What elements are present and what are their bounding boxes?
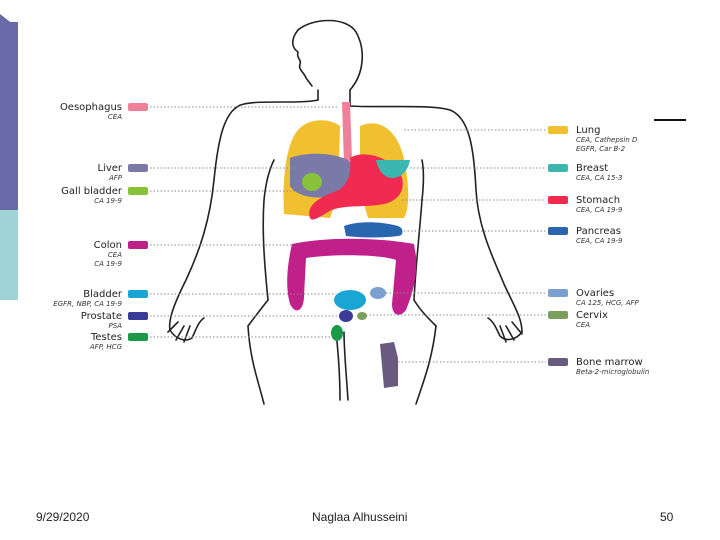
marker-text: CEA — [108, 251, 122, 259]
testes — [331, 325, 343, 341]
decor-band-purple — [0, 22, 18, 232]
cervix — [357, 312, 367, 320]
organ-name: Oesophagus — [60, 102, 122, 113]
marker-text: PSA — [109, 322, 123, 330]
stomach — [309, 154, 403, 220]
swatch-prostate — [128, 312, 148, 320]
decor-dash — [654, 119, 686, 121]
prostate — [339, 310, 353, 322]
swatch-pancreas — [548, 227, 568, 235]
organ-name: Breast — [576, 163, 608, 174]
organ-name: Colon — [94, 240, 122, 251]
swatch-liver — [128, 164, 148, 172]
marker-text: CEA — [108, 113, 122, 121]
organ-name: Liver — [97, 163, 122, 174]
organ-name: Gall bladder — [61, 186, 123, 197]
swatch-stomach — [548, 196, 568, 204]
organ-name: Bladder — [83, 289, 123, 300]
marker-text: CA 125, HCG, AFP — [576, 299, 640, 307]
organ-name: Bone marrow — [576, 357, 643, 368]
organ-name: Ovaries — [576, 288, 614, 299]
swatch-breast — [548, 164, 568, 172]
marker-text: CA 19-9 — [94, 260, 122, 268]
organs — [283, 102, 417, 388]
marker-text: Beta-2-microglobulin — [576, 368, 649, 376]
marker-text: CEA, CA 19-9 — [576, 237, 623, 245]
organ-name: Prostate — [81, 311, 122, 322]
swatch-testes — [128, 333, 148, 341]
pancreas — [344, 222, 403, 238]
bone-marrow — [380, 342, 398, 388]
swatch-bone-marrow — [548, 358, 568, 366]
marker-text: AFP — [108, 174, 123, 182]
organ-name: Testes — [90, 332, 122, 343]
swatch-gall-bladder — [128, 187, 148, 195]
marker-text: EGFR, Car B-2 — [576, 145, 626, 153]
organ-name: Pancreas — [576, 226, 621, 237]
swatch-bladder — [128, 290, 148, 298]
footer-author: Naglaa Alhusseini — [312, 510, 408, 524]
swatch-cervix — [548, 311, 568, 319]
marker-text: CEA, CA 19-9 — [576, 206, 623, 214]
colon — [287, 238, 417, 315]
marker-text: CEA, CA 15-3 — [576, 174, 622, 182]
decor-band-notch — [0, 14, 18, 28]
swatch-colon — [128, 241, 148, 249]
decor-band-teal — [0, 210, 18, 300]
breast — [376, 160, 410, 178]
gall-bladder — [302, 173, 322, 191]
marker-text: CEA — [576, 321, 590, 329]
swatch-oesophagus — [128, 103, 148, 111]
organ-name: Lung — [576, 125, 600, 136]
ovaries — [370, 287, 386, 299]
oesophagus — [342, 102, 352, 164]
swatch-ovaries — [548, 289, 568, 297]
bladder — [334, 290, 366, 310]
marker-text: CA 19-9 — [94, 197, 122, 205]
marker-text: CEA, Cathepsin D — [576, 136, 638, 144]
swatch-lung — [548, 126, 568, 134]
footer-page-number: 50 — [660, 510, 674, 524]
body-outline — [167, 19, 523, 405]
marker-text: AFP, HCG — [89, 343, 123, 351]
organ-name: Stomach — [576, 195, 620, 206]
marker-text: EGFR, NBP, CA 19-9 — [53, 300, 122, 308]
organ-name: Cervix — [576, 310, 608, 321]
footer-date: 9/29/2020 — [36, 510, 90, 524]
